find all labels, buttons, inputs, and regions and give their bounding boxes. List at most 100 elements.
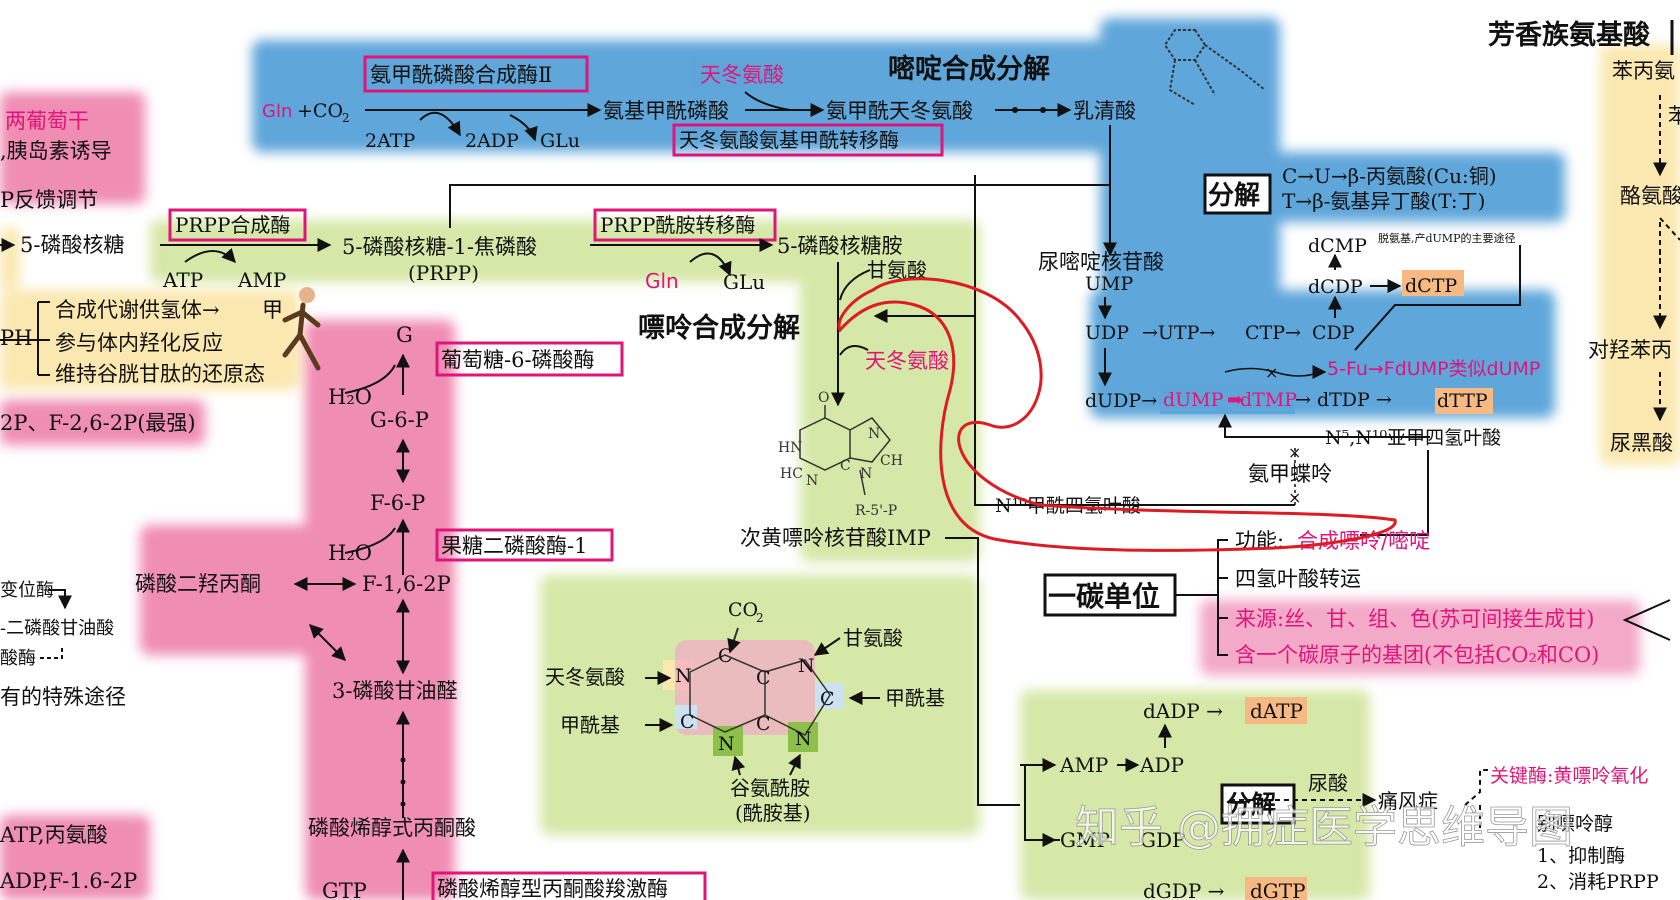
nadph-2: 参与体内羟化反应	[55, 331, 223, 355]
svg-text:C: C	[840, 458, 851, 474]
allopurinol-1: 1、抑制酶	[1537, 845, 1625, 867]
svg-text:C: C	[680, 711, 695, 733]
dump: dUMP	[1163, 389, 1224, 411]
one-carbon-bracket	[1175, 539, 1228, 656]
decompose-c: C→U→β-丙氨酸(Cu:铜)	[1282, 164, 1497, 188]
cdp: CDP	[1312, 322, 1355, 344]
amp: AMP	[237, 268, 286, 292]
decompose-purine: 分解	[1226, 790, 1276, 819]
decompose-pyrimidine: 分解	[1208, 181, 1260, 211]
yellow-highlight-left-r5p	[0, 228, 20, 288]
gln-co2: Gln	[262, 101, 292, 122]
hpp: 对羟苯丙	[1588, 338, 1672, 362]
nadph-1: 合成代谢供氢体→	[55, 298, 220, 322]
aromatic-amino-acids: 芳香族氨基酸 苯丙氨 苯 酪氨酸 对羟苯丙 尿黑酸	[1488, 19, 1680, 455]
ribosylamine: 5-磷酸核糖胺	[777, 234, 902, 258]
g6p: G-6-P	[370, 408, 429, 432]
svg-text:N: N	[798, 655, 815, 677]
nadph-1-end: 甲	[262, 298, 283, 322]
h2o-2: H₂O	[328, 541, 372, 565]
purine-synthesis: 嘌呤合成分解 5-磷酸核糖 PRPP合成酶 ATP AMP 5-磷酸核糖-1-焦…	[0, 184, 1659, 900]
ribose-5-phosphate: 5-磷酸核糖	[20, 233, 124, 257]
enzyme-box-prpp-synthetase	[168, 208, 307, 242]
carrier: 四氢叶酸转运	[1235, 567, 1361, 591]
orotate-structure-sketch	[1163, 29, 1266, 106]
watermark: 知乎 @拥症医学思维导图	[1075, 802, 1573, 853]
imp-right-line	[945, 537, 1020, 806]
fu-inhibit-x: ×	[1265, 363, 1278, 382]
green-highlight-prpp	[150, 220, 980, 282]
imp: 次黄嘌呤核苷酸IMP	[740, 526, 931, 550]
homogentisate: 尿黑酸	[1610, 431, 1673, 455]
svg-text:甲酰基: 甲酰基	[560, 713, 620, 737]
svg-text:C: C	[718, 645, 733, 667]
dump-dtmp-bg	[1160, 386, 1295, 414]
svg-text:CO: CO	[728, 599, 758, 621]
fu-note: 5-Fu→FdUMP类似dUMP	[1327, 358, 1540, 380]
gluconeogenesis: G H₂O 葡萄糖-6-磷酸酶 G-6-P F-6-P H₂O 果糖二磷酸酶-1…	[135, 323, 707, 900]
co2-subscript: 2	[342, 111, 350, 125]
enzyme-prpp-synthetase: PRPP合成酶	[175, 213, 290, 237]
svg-text:甘氨酸: 甘氨酸	[843, 626, 903, 650]
atp2: 2ATP	[365, 130, 415, 152]
aspartate-label: 天冬氨酸	[700, 63, 784, 87]
svg-text:N: N	[806, 473, 818, 489]
gout-branch	[1464, 769, 1488, 830]
aspartate-purine: 天冬氨酸	[865, 349, 949, 373]
enzyme-box-atcase	[672, 123, 944, 157]
allopurinol: 别嘌呤醇	[1537, 813, 1613, 835]
enzyme-box-fbpase	[435, 528, 614, 562]
tyr: 酪氨酸	[1620, 184, 1680, 208]
adp2: 2ADP	[465, 130, 519, 152]
ph-label: PH	[0, 326, 32, 350]
dhap: 磷酸二羟丙酮	[135, 572, 261, 596]
phe: 苯丙氨	[1612, 59, 1675, 83]
dadp: dADP →	[1143, 699, 1223, 723]
pep: 磷酸烯醇式丙酮酸	[308, 816, 476, 840]
svg-text:N: N	[718, 733, 735, 755]
decompose-box-purine	[1220, 783, 1296, 825]
pink-highlight-left-mid	[0, 400, 205, 445]
enzyme-amidotransferase: PRPP酰胺转移酶	[600, 213, 755, 237]
green-highlight-purine	[800, 262, 980, 562]
svg-text:(酰胺基): (酰胺基)	[735, 801, 811, 825]
blue-highlight-decompose	[1195, 152, 1565, 222]
func-value: 合成嘌呤/嘧啶	[1297, 529, 1430, 553]
allopurinol-2: 2、消耗PRPP	[1537, 871, 1659, 893]
prpp: 5-磷酸核糖-1-焦磷酸	[342, 235, 537, 259]
svg-text:C: C	[756, 667, 771, 689]
dttp: dTTP	[1437, 390, 1488, 412]
enzyme-box-amidotransferase	[593, 208, 777, 242]
adp-out: ADP	[1139, 753, 1184, 777]
svg-text:谷氨酰胺: 谷氨酰胺	[730, 776, 810, 800]
blue-highlight-right	[1100, 18, 1280, 348]
feedback: P反馈调节	[0, 188, 98, 212]
h2o-1: H₂O	[328, 385, 372, 409]
ase: 酸酶	[0, 648, 36, 669]
enzyme-box-pepck	[431, 871, 707, 900]
enzyme-g6pase: 葡萄糖-6-磷酸酶	[441, 348, 595, 372]
gtp: GTP	[322, 879, 367, 900]
contains: 含一个碳原子的基团(不包括CO₂和CO)	[1235, 643, 1599, 667]
utp: →UTP→	[1142, 322, 1215, 344]
enzyme-cps2: 氨甲酰磷酸合成酶Ⅱ	[370, 63, 552, 87]
dgtp: dGTP	[1250, 879, 1306, 900]
dcmp-note: 脱氨基,产dUMP的主要途径	[1378, 231, 1515, 245]
nadph-3: 维持谷胱甘肽的还原态	[55, 362, 265, 386]
dudp: dUDP→	[1085, 390, 1157, 412]
pink-highlight-gluconeo	[305, 320, 455, 900]
svg-text:N: N	[795, 728, 812, 750]
gap: 3-磷酸甘油醛	[332, 679, 457, 703]
atp-alanine: ATP,丙氨酸	[0, 823, 108, 847]
mtx-x1: ×	[1288, 443, 1301, 462]
ctp: CTP→	[1245, 322, 1301, 344]
gln: Gln	[645, 269, 679, 293]
pink-highlight-left-bot	[0, 815, 150, 900]
svg-text:R-5'-P: R-5'-P	[855, 503, 897, 519]
arrow-atp-amp	[184, 247, 236, 264]
dtdp: → dTDP →	[1295, 389, 1392, 411]
enzyme-atcase: 天冬氨酸氨基甲酰转移酶	[679, 128, 899, 152]
left-edge-fragments: 两葡萄干 ,胰岛素诱导 P反馈调节 PH 合成代谢供氢体→ 甲 参与体内羟化反应…	[0, 109, 321, 893]
